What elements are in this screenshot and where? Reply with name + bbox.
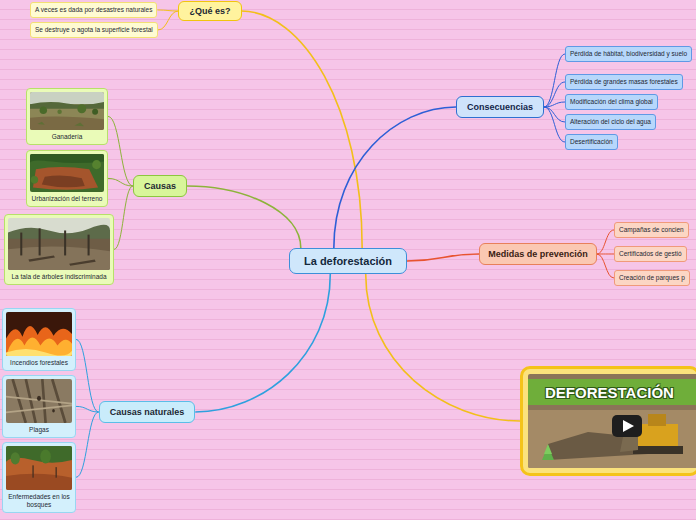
logging-photo	[8, 218, 110, 270]
leaf-box: Modificación del clima global	[565, 94, 658, 110]
video-card: DEFORESTACIÓN	[520, 366, 696, 476]
leaf-box: Campañas de concien	[614, 222, 689, 238]
node-text: Pérdida de grandes masas forestales	[570, 78, 678, 86]
node-text: Medidas de prevención	[488, 249, 588, 259]
node-text: La tala de árboles indiscriminada	[8, 273, 110, 281]
node-text: Desertificación	[570, 138, 613, 146]
fire-photo	[6, 312, 72, 356]
branch-line	[76, 412, 99, 477]
branch-line	[544, 54, 565, 107]
image-card: Plagas	[2, 375, 76, 438]
branch-line	[108, 178, 133, 186]
branch-line	[114, 186, 133, 249]
branch-box: Causas naturales	[99, 401, 196, 423]
leaf-box: Se destruye o agota la superficie forest…	[30, 22, 158, 38]
node-text: Modificación del clima global	[570, 98, 653, 106]
leaf-box: Pérdida de hábitat, biodiversidad y suel…	[565, 46, 692, 62]
node-text: Incendios forestales	[6, 359, 72, 367]
image-card: Enfermedades en los bosques	[2, 442, 76, 513]
clearing-photo	[30, 154, 104, 192]
branch-line	[407, 254, 479, 261]
node-text: Pérdida de hábitat, biodiversidad y suel…	[570, 50, 687, 58]
leaf-box: Desertificación	[565, 134, 618, 150]
leaf-box: Certificados de gestió	[614, 246, 687, 262]
node-text: DEFORESTACIÓN	[545, 385, 674, 402]
node-text: Ganadería	[30, 133, 104, 141]
diseased-forest-photo	[6, 446, 72, 490]
branch-line	[544, 107, 565, 142]
branch-box: Consecuencias	[456, 96, 544, 118]
image-card: Incendios forestales	[2, 308, 76, 371]
node-text: ¿Qué es?	[189, 6, 230, 16]
image-card: La tala de árboles indiscriminada	[4, 214, 114, 285]
leaf-box: Creación de parques p	[614, 270, 690, 286]
branch-box: ¿Qué es?	[178, 1, 241, 21]
branch-box: Causas	[133, 175, 187, 197]
branch-line	[544, 82, 565, 107]
node-text: Plagas	[6, 426, 72, 434]
node-text: La deforestación	[304, 255, 392, 267]
node-text: Causas	[144, 181, 176, 191]
branch-line	[544, 102, 565, 107]
image-card: Urbanización del terreno	[26, 150, 108, 207]
branch-line	[195, 274, 330, 412]
branch-line	[157, 10, 178, 11]
node-text: Creación de parques p	[619, 274, 685, 282]
node-text: Se destruye o agota la superficie forest…	[35, 26, 153, 34]
branch-line	[544, 107, 565, 122]
pest-photo	[6, 379, 72, 423]
node-text: Consecuencias	[467, 102, 533, 112]
branch-line	[76, 339, 99, 412]
branch-line	[158, 11, 179, 30]
node-text: Certificados de gestió	[619, 250, 682, 258]
node-text: A veces es dada por desastres naturales	[35, 6, 152, 14]
leaf-box: Pérdida de grandes masas forestales	[565, 74, 683, 90]
branch-line	[366, 274, 520, 421]
node-text: Alteración del ciclo del agua	[570, 118, 651, 126]
image-card: Ganadería	[26, 88, 108, 145]
leaf-box: Alteración del ciclo del agua	[565, 114, 656, 130]
node-text: Urbanización del terreno	[30, 195, 104, 203]
node-text: Enfermedades en los bosques	[6, 493, 72, 509]
node-text: Campañas de concien	[619, 226, 684, 234]
branch-box: Medidas de prevención	[479, 243, 597, 265]
leaf-box: A veces es dada por desastres naturales	[30, 2, 157, 18]
central-topic: La deforestación	[289, 248, 407, 274]
cattle-photo	[30, 92, 104, 130]
branch-line	[108, 116, 133, 186]
node-text: Causas naturales	[110, 407, 185, 417]
branch-line	[597, 254, 614, 278]
branch-line	[597, 230, 614, 254]
branch-line	[76, 406, 99, 412]
branch-line	[334, 107, 456, 248]
branch-line	[187, 186, 301, 248]
branch-line	[242, 11, 363, 248]
